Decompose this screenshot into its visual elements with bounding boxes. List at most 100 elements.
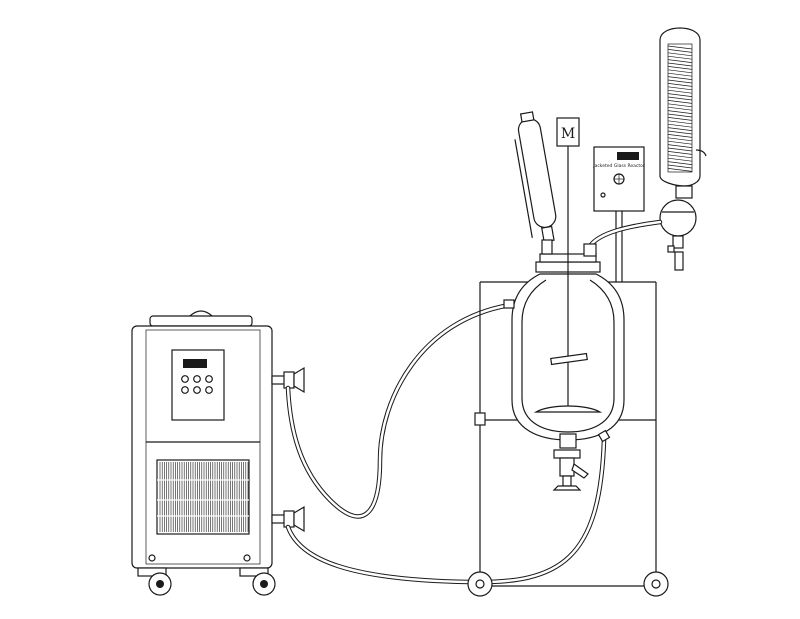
coil-turn xyxy=(667,72,693,77)
funnel-side-arm xyxy=(514,139,533,239)
coil-turn xyxy=(667,144,693,148)
chiller-front-panel xyxy=(145,329,261,565)
coil-turn xyxy=(667,96,693,101)
stirrer-impeller xyxy=(533,405,603,413)
coil-turn xyxy=(667,106,693,111)
coil-turn xyxy=(667,117,693,121)
coil-turn xyxy=(667,113,693,118)
chiller-button xyxy=(205,386,213,394)
receiving-flask xyxy=(659,199,697,237)
funnel-cap xyxy=(519,111,535,123)
condenser-coil xyxy=(667,45,693,172)
reactor-vessel xyxy=(503,146,625,491)
coil-turn xyxy=(667,134,693,138)
hose-supply xyxy=(285,302,513,519)
chiller-display xyxy=(183,359,207,368)
condenser-coil-area xyxy=(667,43,693,173)
caster-hub xyxy=(260,580,268,588)
vessel-inner-wall xyxy=(521,279,615,433)
coil-turn xyxy=(667,89,693,94)
discharge-spout xyxy=(562,475,572,487)
coil-turn xyxy=(667,151,693,155)
vapor-joint xyxy=(583,243,597,257)
hose-supply-inner xyxy=(286,303,512,518)
coil-turn xyxy=(667,100,693,104)
discharge-drip-plate xyxy=(552,485,582,491)
chiller-lid-handle xyxy=(189,310,213,317)
coil-turn xyxy=(667,66,693,70)
coil-turn xyxy=(667,130,693,135)
vessel-outlet-nozzle xyxy=(597,429,611,443)
chiller-button xyxy=(181,386,189,394)
coil-turn xyxy=(667,123,693,128)
caster-mount xyxy=(239,567,269,577)
motor-housing xyxy=(556,117,580,147)
flask-drain xyxy=(674,251,684,271)
controller-label: Jacketed Glass Reactor xyxy=(592,163,645,169)
chiller-unit xyxy=(131,310,305,596)
vapor-tube xyxy=(587,219,663,249)
chiller-screw xyxy=(243,554,251,562)
chiller-screw xyxy=(148,554,156,562)
frame-wheel-right xyxy=(643,571,669,597)
vapor-tube-inner xyxy=(588,220,662,248)
chiller-valve-inlet xyxy=(271,505,305,533)
flask-stem xyxy=(672,235,684,249)
coil-turn xyxy=(667,93,693,97)
chiller-buttons xyxy=(181,375,213,394)
condenser-port xyxy=(695,149,707,157)
coil-turn xyxy=(667,110,693,114)
coil-turn xyxy=(667,127,693,131)
condenser-neck xyxy=(675,185,693,199)
funnel-joint xyxy=(541,239,553,255)
valve-handle xyxy=(293,505,305,533)
caster-hub xyxy=(156,580,164,588)
stirrer-paddle xyxy=(550,352,588,366)
controller-indicator-light xyxy=(600,192,606,198)
addition-funnel xyxy=(514,111,557,243)
chiller-button xyxy=(193,375,201,383)
reflux-condenser xyxy=(659,27,707,271)
coil-turn xyxy=(667,147,693,152)
frame-wheel xyxy=(643,571,669,597)
discharge-valve-body xyxy=(559,457,575,477)
coil-turn xyxy=(667,45,693,50)
flask-stopcock xyxy=(667,245,675,253)
coil-turn xyxy=(667,164,693,169)
chiller-lid xyxy=(149,315,253,327)
hose-return xyxy=(285,437,607,585)
funnel-body xyxy=(517,118,557,229)
frame-wheel-left xyxy=(467,571,493,597)
coil-turn xyxy=(667,83,693,87)
chiller-button xyxy=(205,375,213,383)
coil-turn xyxy=(667,52,693,57)
chiller-caster-right xyxy=(239,567,276,596)
coil-turn xyxy=(667,62,693,67)
valve-body xyxy=(283,371,295,389)
chiller-button xyxy=(181,375,189,383)
frame-clamp xyxy=(474,412,486,426)
valve-handle xyxy=(293,366,305,394)
coil-turn xyxy=(667,140,693,145)
discharge-flange xyxy=(553,449,581,459)
coil-turn xyxy=(667,49,693,53)
coil-turn xyxy=(667,157,693,162)
chiller-vent-grille xyxy=(156,459,250,535)
coil-turn xyxy=(667,120,693,125)
frame-wheel-hub xyxy=(651,579,661,589)
coil-turn xyxy=(667,103,693,108)
chiller-button xyxy=(193,386,201,394)
controller-display xyxy=(617,152,639,160)
stirrer-motor: M xyxy=(556,117,580,147)
hose-return-inner xyxy=(286,438,606,584)
discharge-valve-handle xyxy=(571,463,589,479)
chiller-caster-left xyxy=(137,567,172,596)
coil-turn xyxy=(667,154,693,159)
motor-label: M xyxy=(561,126,575,142)
coil-turn xyxy=(667,59,693,63)
frame-wheel xyxy=(467,571,493,597)
coil-turn xyxy=(667,137,693,142)
chiller-valve-outlet xyxy=(271,366,305,394)
